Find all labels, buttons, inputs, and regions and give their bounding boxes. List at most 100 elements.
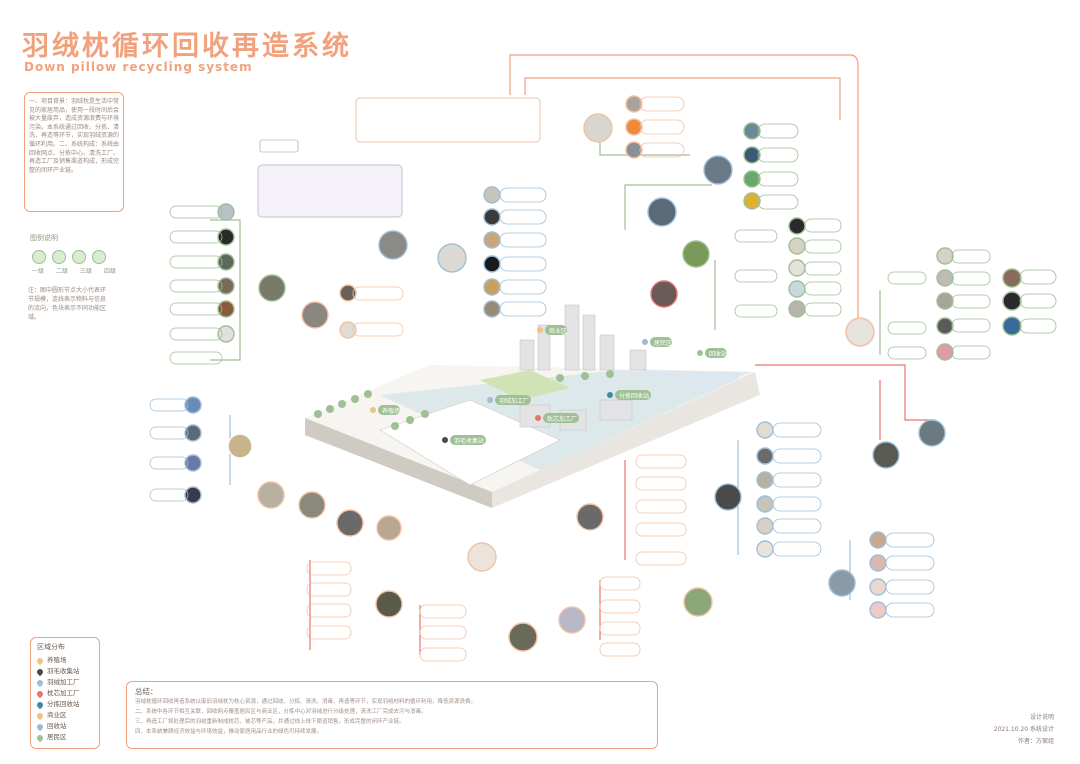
node-photo	[788, 217, 806, 235]
district-legend: 区域分布 养殖场 羽毛收集站 羽绒加工厂 枕芯加工厂 分拣回收站 商业区 回收站…	[30, 637, 100, 749]
district-item: 分拣回收站	[35, 699, 93, 710]
node-photo	[756, 517, 774, 535]
district-label: 回收站	[47, 722, 67, 730]
station-area	[640, 370, 750, 395]
district-item: 商业区	[35, 710, 93, 721]
node-photo	[184, 454, 202, 472]
node-photo	[1002, 268, 1022, 288]
summary-line: 羽绒枕循环回收再造系统以废旧羽绒枕为核心资源，通过回收、分拣、清洗、消毒、再造等…	[135, 699, 477, 705]
node-photo	[378, 230, 408, 260]
node-photo	[788, 280, 806, 298]
node-photo	[217, 253, 235, 271]
node-photo	[227, 433, 253, 459]
node-photo	[743, 122, 761, 140]
node-photo	[756, 495, 774, 513]
node-photo	[869, 601, 887, 619]
pin-pillow-factory	[535, 415, 541, 421]
map-pins: 商业区 居民区 回收站 养殖场 羽绒加工厂 枕芯加工厂 羽毛收集站 分拣回收站	[370, 325, 727, 445]
node-photo	[508, 622, 538, 652]
district-item: 羽毛收集站	[35, 666, 93, 677]
node-photo	[376, 515, 402, 541]
node-photo	[872, 441, 900, 469]
district-label: 枕芯加工厂	[47, 689, 80, 697]
pin-residential	[642, 339, 648, 345]
node-photo	[625, 95, 643, 113]
node-photo	[184, 424, 202, 442]
pin-icon	[35, 733, 45, 742]
node-photo	[375, 590, 403, 618]
node-photo	[788, 259, 806, 277]
node-photo	[217, 228, 235, 246]
page-subtitle: Down pillow recycling system	[24, 60, 253, 74]
node-photo	[647, 197, 677, 227]
node-photo	[217, 277, 235, 295]
label-bg	[545, 325, 567, 335]
node-photo	[483, 255, 501, 273]
node-photo	[788, 300, 806, 318]
flow-line	[599, 140, 690, 156]
node-photo	[336, 509, 364, 537]
pin-icon	[35, 722, 45, 731]
node-photo	[1002, 291, 1022, 311]
node-photo	[936, 317, 954, 335]
node-photo	[788, 237, 806, 255]
note-text: 注：图中圆形节点大小代表环节规模，连线表示物料与信息的流向，色块表示不同功能区域…	[28, 287, 107, 321]
legend-circles	[32, 250, 106, 264]
intro-box: 一、项目背景：羽绒枕是生活中常见的家居用品，使用一段时间后会被大量废弃，造成资源…	[24, 92, 124, 212]
flow-line	[524, 77, 841, 120]
pin-icon	[35, 700, 45, 709]
isometric-map	[305, 304, 760, 508]
flow-lines	[210, 54, 935, 655]
node-photo	[576, 503, 604, 531]
map-label-sort: 分拣回收站	[619, 392, 649, 400]
trees	[314, 370, 614, 430]
legend-label: 二级	[56, 268, 69, 275]
legend-labels: 一级 二级 三级 四级	[32, 266, 116, 275]
legend-label: 四级	[104, 268, 117, 275]
summary-line: 二、系统中各环节相互关联，回收网点覆盖居民区与商业区，分拣中心对羽绒进行分级处理…	[135, 709, 427, 715]
map-label-residential: 居民区	[654, 340, 672, 347]
label-bg	[495, 395, 531, 405]
footer-line: 设计说明	[1029, 714, 1054, 721]
node-photo	[258, 274, 286, 302]
node-photo	[483, 208, 501, 226]
district-label: 养殖场	[47, 656, 67, 664]
district-item: 居民区	[35, 732, 93, 743]
green-patch	[480, 370, 570, 400]
map-label-commercial: 商业区	[549, 327, 567, 335]
node-photo	[483, 278, 501, 296]
pin-farm	[370, 407, 376, 413]
page-title: 羽绒枕循环回收再造系统	[22, 31, 352, 62]
map-base-side	[305, 365, 760, 508]
factory-sketch-box	[257, 164, 403, 218]
node-photo	[483, 231, 501, 249]
node-photo	[339, 321, 357, 339]
flow-line	[509, 54, 859, 330]
pin-icon	[35, 711, 45, 720]
node-photo	[869, 531, 887, 549]
node-photo	[467, 542, 497, 572]
district-label: 分拣回收站	[47, 700, 80, 708]
map-base-front	[305, 418, 492, 508]
node-photo	[936, 247, 954, 265]
pin-sort	[607, 392, 613, 398]
node-photo	[217, 203, 235, 221]
label-bg	[650, 337, 672, 347]
node-photo	[625, 118, 643, 136]
district-label: 羽毛收集站	[47, 667, 80, 675]
node-photo	[184, 486, 202, 504]
node-photo	[756, 540, 774, 558]
legend-label: 一级	[32, 268, 45, 275]
summary-line: 三、再造工厂将处理后的羽绒重新制成枕芯、被芯等产品，并通过线上线下渠道销售，形成…	[135, 719, 405, 725]
district-item: 枕芯加工厂	[35, 688, 93, 699]
node-photo	[828, 569, 856, 597]
label-bg	[543, 413, 579, 423]
map-label-pillow-factory: 枕芯加工厂	[547, 415, 577, 423]
node-photo	[301, 301, 329, 329]
district-label: 羽绒加工厂	[47, 678, 80, 686]
node-photo	[743, 170, 761, 188]
legend-circle-2	[52, 250, 66, 264]
label-bg	[615, 390, 651, 400]
flow-line	[210, 219, 241, 361]
